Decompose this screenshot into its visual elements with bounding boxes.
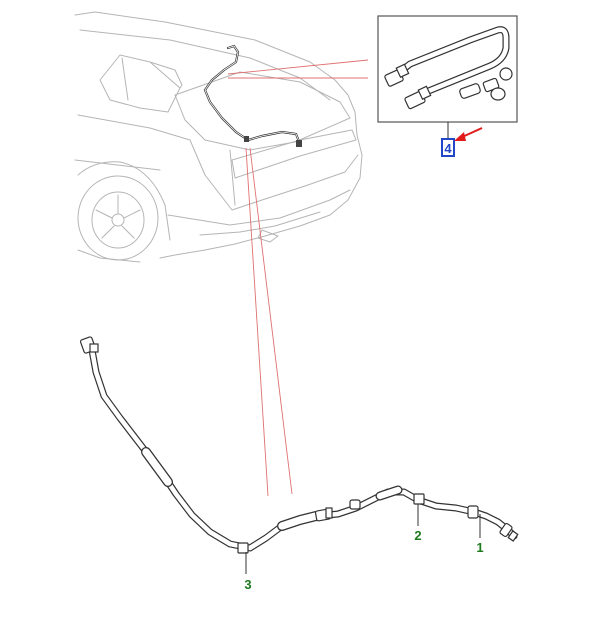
parts-kit-inset: 4 <box>377 15 518 157</box>
callouts <box>245 504 481 574</box>
pointer-arrow <box>454 127 483 141</box>
callout-2-label[interactable]: 2 <box>414 528 421 543</box>
hose-connectors <box>79 336 519 554</box>
callout-1-label[interactable]: 1 <box>476 540 483 555</box>
inset-hose <box>396 26 510 96</box>
callout-3-label[interactable]: 3 <box>244 577 251 592</box>
hose-route-on-vehicle <box>203 44 302 147</box>
callout-4-highlight <box>441 138 455 157</box>
main-hose-assembly <box>88 346 518 552</box>
inset-connectors <box>384 63 513 110</box>
leader-lines <box>227 59 369 497</box>
callout-4-label[interactable]: 4 <box>444 141 452 156</box>
vehicle-illustration <box>74 11 363 263</box>
